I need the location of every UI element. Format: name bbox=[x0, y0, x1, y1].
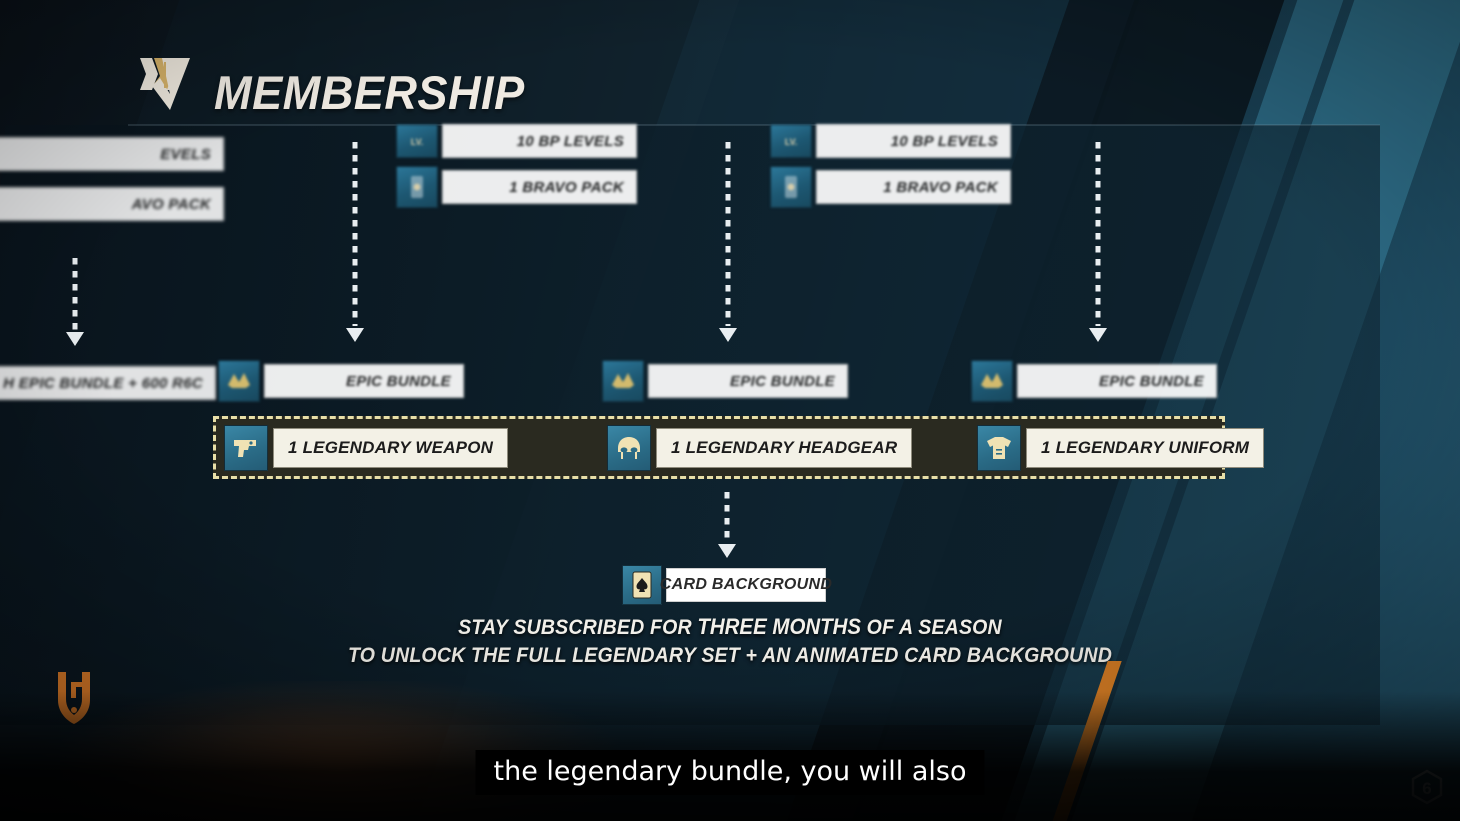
membership-chevron-icon bbox=[136, 54, 198, 116]
reward-row-bp-levels[interactable]: LV. 10 BP LEVELS bbox=[770, 124, 1011, 158]
epic-bundle-icon bbox=[602, 360, 644, 402]
promo-text: STAY SUBSCRIBED FOR THREE MONTHS OF A SE… bbox=[0, 612, 1460, 671]
reward-row-bravo-pack[interactable]: 1 BRAVO PACK bbox=[770, 166, 1011, 208]
reward-label: 10 BP LEVELS bbox=[816, 124, 1011, 158]
reward-label: 10 BP LEVELS bbox=[442, 124, 637, 158]
promo-line1-b: FOR bbox=[649, 616, 698, 639]
promo-line2: TO UNLOCK THE FULL LEGENDARY SET + AN AN… bbox=[347, 644, 1112, 668]
promo-line1-highlight: THREE MONTHS bbox=[697, 614, 862, 639]
page-header: MEMBERSHIP bbox=[136, 54, 538, 116]
bp-level-icon: LV. bbox=[396, 124, 438, 158]
reward-row-bp-levels[interactable]: LV EVELS bbox=[0, 133, 224, 175]
reward-row-bp-levels[interactable]: LV. 10 BP LEVELS bbox=[396, 124, 637, 158]
flow-arrow bbox=[715, 142, 741, 342]
reward-row-bravo-pack[interactable]: AVO PACK bbox=[0, 183, 224, 225]
legendary-item-label: 1 LEGENDARY UNIFORM bbox=[1026, 427, 1265, 468]
video-subtitle: the legendary bundle, you will also bbox=[475, 750, 985, 795]
flow-arrow bbox=[1085, 142, 1111, 342]
reward-row-card-background[interactable]: CARD BACKGROUND bbox=[622, 565, 832, 605]
reward-row-epic-bundle[interactable]: EPIC BUNDLE bbox=[218, 360, 464, 402]
legendary-item-weapon[interactable]: 1 LEGENDARY WEAPON bbox=[224, 424, 509, 471]
reward-label: EPIC BUNDLE bbox=[264, 364, 464, 398]
epic-bundle-icon bbox=[971, 360, 1013, 402]
reward-row-epic-bundle[interactable]: EPIC BUNDLE bbox=[971, 360, 1217, 402]
flow-arrow bbox=[62, 258, 88, 346]
playing-card-icon bbox=[622, 565, 662, 605]
page-title: MEMBERSHIP bbox=[214, 66, 525, 120]
promo-line1-a: STAY SUBSCRIBED bbox=[458, 616, 650, 639]
legendary-item-label: 1 LEGENDARY HEADGEAR bbox=[656, 427, 913, 468]
svg-text:LV.: LV. bbox=[411, 137, 424, 147]
pistol-icon bbox=[224, 424, 268, 471]
flow-arrow bbox=[342, 142, 368, 342]
legendary-item-label: 1 LEGENDARY WEAPON bbox=[273, 427, 509, 468]
shirt-icon bbox=[977, 424, 1021, 471]
reward-label: EPIC BUNDLE bbox=[648, 364, 848, 398]
svg-text:6: 6 bbox=[1422, 779, 1431, 798]
rainbow-six-siege-logo bbox=[52, 668, 96, 726]
legendary-set-container: 1 LEGENDARY WEAPON 1 LEGENDARY HEADGEAR bbox=[213, 416, 1265, 479]
reward-label: EPIC BUNDLE bbox=[1017, 364, 1217, 398]
promo-line1-d: OF A SEASON bbox=[861, 616, 1002, 639]
helmet-icon bbox=[607, 424, 651, 471]
panel-top-edge bbox=[128, 124, 1380, 126]
legendary-item-uniform[interactable]: 1 LEGENDARY UNIFORM bbox=[977, 424, 1265, 471]
reward-label: 1 BRAVO PACK bbox=[816, 170, 1011, 204]
reward-row-epic-bundle[interactable]: EPIC BUNDLE bbox=[602, 360, 848, 402]
svg-text:LV.: LV. bbox=[785, 137, 798, 147]
reward-label: AVO PACK bbox=[0, 187, 224, 221]
bravo-pack-icon bbox=[770, 166, 812, 208]
bp-level-icon: LV. bbox=[770, 124, 812, 158]
epic-bundle-icon bbox=[218, 360, 260, 402]
reward-row-epic-bundle[interactable]: H EPIC BUNDLE + 600 R6C bbox=[0, 362, 216, 404]
bravo-pack-icon bbox=[396, 166, 438, 208]
reward-label: H EPIC BUNDLE + 600 R6C bbox=[0, 366, 216, 400]
flow-arrow bbox=[714, 492, 740, 558]
reward-label: CARD BACKGROUND bbox=[660, 568, 832, 602]
reward-label: 1 BRAVO PACK bbox=[442, 170, 637, 204]
reward-label: EVELS bbox=[0, 137, 224, 171]
r6-hex-watermark: 6 bbox=[1408, 768, 1446, 806]
legendary-item-headgear[interactable]: 1 LEGENDARY HEADGEAR bbox=[607, 424, 913, 471]
reward-row-bravo-pack[interactable]: 1 BRAVO PACK bbox=[396, 166, 637, 208]
